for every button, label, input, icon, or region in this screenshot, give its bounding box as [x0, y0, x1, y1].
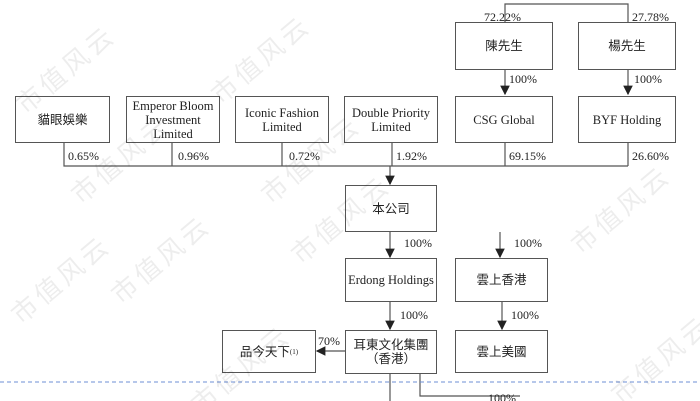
node-label: 雲上香港: [476, 273, 527, 287]
node-label: 本公司: [372, 201, 410, 216]
footnote-marker: (1): [289, 347, 299, 356]
pct-label: 100%: [488, 391, 516, 401]
node-emperor: Emperor Bloom Investment Limited: [126, 96, 220, 143]
node-erdong-hk: 耳東文化集團（香港）: [345, 330, 437, 374]
node-iconic: Iconic Fashion Limited: [235, 96, 329, 143]
node-label: （香港）: [365, 352, 416, 366]
node-maoyan: 貓眼娛樂: [15, 96, 110, 143]
node-label: 雲上美國: [476, 344, 527, 359]
node-pinjin: 品今天下(1): [222, 330, 316, 373]
node-erdong: Erdong Holdings: [345, 258, 437, 302]
pct-label: 0.72%: [289, 149, 320, 163]
pct-label: 1.92%: [396, 149, 427, 163]
node-label: 陳先生: [485, 39, 523, 53]
pct-label: 100%: [509, 72, 537, 86]
node-company: 本公司: [345, 185, 437, 232]
pct-label: 0.65%: [68, 149, 99, 163]
node-label: CSG Global: [473, 112, 535, 127]
node-label: 貓眼娛樂: [37, 112, 88, 127]
node-label: 楊先生: [608, 39, 646, 53]
node-yun-us: 雲上美國: [455, 330, 548, 373]
node-label: Double Priority Limited: [351, 105, 431, 134]
pct-label: 0.96%: [178, 149, 209, 163]
pct-label: 27.78%: [632, 10, 669, 24]
node-label: Iconic Fashion Limited: [245, 105, 319, 134]
node-byf: BYF Holding: [578, 96, 676, 143]
pct-label: 100%: [404, 236, 432, 250]
node-csg: CSG Global: [455, 96, 553, 143]
pct-label: 70%: [318, 334, 340, 348]
pct-label: 26.60%: [632, 149, 669, 163]
pct-label: 69.15%: [509, 149, 546, 163]
node-chen: 陳先生: [455, 22, 553, 70]
node-label: BYF Holding: [592, 112, 662, 127]
pct-label: 100%: [634, 72, 662, 86]
pct-label: 72.22%: [484, 10, 521, 24]
node-label: Emperor Bloom Investment Limited: [132, 98, 214, 141]
node-label: 品今天下: [239, 344, 290, 359]
node-label: Erdong Holdings: [348, 273, 434, 287]
pct-label: 100%: [511, 308, 539, 322]
pct-label: 100%: [400, 308, 428, 322]
node-yun-hk: 雲上香港: [455, 258, 548, 302]
node-yang: 楊先生: [578, 22, 676, 70]
pct-label: 100%: [514, 236, 542, 250]
node-label: 耳東文化集團: [353, 338, 429, 352]
node-double-priority: Double Priority Limited: [344, 96, 438, 143]
